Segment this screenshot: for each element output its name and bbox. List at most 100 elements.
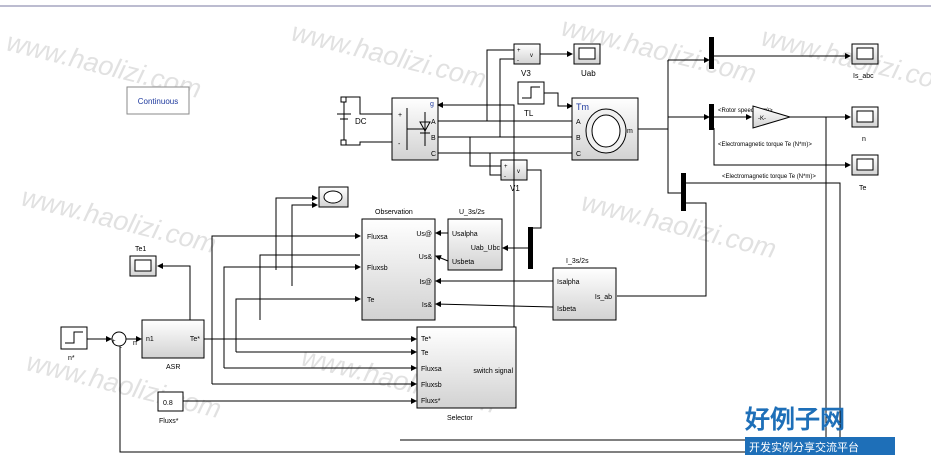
dc-source[interactable]: DC (337, 96, 367, 146)
brand-slogan: 开发实例分享交流平台 (749, 440, 859, 454)
u-transform-in-beta: Usbeta (452, 259, 474, 266)
voltage-meter-v3[interactable]: + - v V3 (513, 43, 541, 78)
watermark-text: www.haolizi.com (19, 182, 220, 259)
uab-scope-label: Uab (581, 69, 596, 78)
observation-in-fluxsb: Fluxsb (367, 265, 388, 272)
speed-step-label: n* (68, 355, 75, 362)
inverter-block[interactable]: + - g A B C (391, 97, 439, 161)
selector-out-switch: switch signal (473, 368, 513, 375)
asr-title: ASR (166, 364, 180, 371)
selector-in-fluxsa: Fluxsa (421, 366, 442, 373)
machine-c-label: C (576, 151, 581, 158)
dc-port-top (340, 96, 347, 103)
obs-aux-wire (259, 254, 360, 320)
gain-value: -K- (758, 116, 766, 122)
asr-input-label: n1 (146, 336, 154, 343)
te1-scope-screen (134, 259, 152, 272)
dc-negative-wire (344, 141, 392, 146)
asr-output-label: Te* (190, 336, 200, 343)
bus-selector-top[interactable] (709, 37, 714, 69)
motor-rotor-icon (591, 114, 621, 148)
observation-block[interactable]: Observation Fluxsa Fluxsb Te Us@ Us& Is@… (361, 209, 436, 321)
gain-block[interactable]: -K- (752, 105, 792, 129)
speed-step-block[interactable]: n* (60, 326, 88, 362)
i-transform-frame (552, 267, 617, 321)
machine-tm-label: Tm (576, 102, 589, 112)
induction-machine-block[interactable]: Tm A B C m (571, 97, 639, 161)
i-transform-title: I_3s/2s (566, 258, 589, 265)
selector-in-fluxsb: Fluxsb (421, 382, 442, 389)
inverter-c-label: C (431, 151, 436, 158)
n-scope-screen (856, 110, 874, 123)
machine-m-label: m (627, 128, 633, 135)
te-feed-wire (235, 296, 361, 352)
machine-b-label: B (576, 135, 581, 142)
v1-plus: + (504, 164, 508, 170)
bus-selector-low[interactable] (681, 173, 686, 211)
selector-block[interactable]: Te* Te Fluxsa Fluxsb Fluxs* switch signa… (416, 326, 517, 422)
sum-block[interactable]: + - n (111, 331, 137, 351)
v3-minus: - (517, 58, 519, 64)
inverter-plus-label: + (398, 112, 402, 119)
i-transform-block[interactable]: I_3s/2s Isalpha Isbeta Is_ab (552, 258, 617, 321)
uab-scope-screen (578, 47, 596, 60)
is-beta-wire (435, 301, 554, 308)
tl-step-block[interactable]: TL (517, 81, 545, 118)
scope-n[interactable]: n (851, 106, 879, 143)
te1-scope-label: Te1 (135, 246, 146, 253)
xy-x-wire (275, 195, 318, 270)
v3-minus-wire (499, 58, 514, 137)
scope-te[interactable]: Te (851, 154, 879, 192)
scope-uab[interactable]: Uab (573, 43, 601, 78)
asr-block[interactable]: n1 Te* ASR (141, 319, 205, 371)
inverter-b-label: B (431, 135, 436, 142)
v1-minus-wire (489, 153, 501, 176)
pulse-wire (437, 102, 515, 364)
flux-const-label: Fluxs* (159, 418, 179, 425)
gain-triangle (752, 105, 792, 129)
speed-step-icon (65, 331, 83, 344)
dc-label: DC (355, 117, 367, 126)
v3-plus: + (517, 48, 521, 54)
powergui-label: Continuous (138, 97, 178, 106)
watermark-text: www.haolizi.com (289, 17, 490, 94)
u-transform-out: Uab_Ubc (471, 245, 501, 252)
observation-out-is-alpha: Is@ (419, 279, 432, 286)
observation-frame (361, 218, 436, 321)
scope-is-abc[interactable]: Is_abc (851, 43, 879, 80)
rotor-speed-signal-label: <Rotor speed (wm)> (718, 108, 773, 114)
v1-v: v (517, 169, 520, 175)
tl-output-wire (544, 92, 573, 109)
te-scope-screen (856, 158, 874, 171)
machine-a-label: A (576, 119, 581, 126)
xy-y-wire (291, 202, 318, 286)
us-beta-wire (435, 255, 449, 262)
brand-title: 好例子网 (744, 405, 845, 434)
tl-label: TL (524, 109, 534, 118)
selector-in-te: Te (421, 350, 429, 357)
u-transform-block[interactable]: U_3s/2s Usalpha Usbeta Uab_Ubc (447, 209, 503, 271)
xy-graph-block[interactable] (318, 186, 349, 208)
powergui-block[interactable]: Continuous (126, 86, 190, 115)
v3-label: V3 (521, 69, 531, 78)
mux-u[interactable] (528, 227, 533, 269)
watermark-text: www.haolizi.com (579, 187, 780, 264)
selector-in-te-ref: Te* (421, 336, 431, 343)
stator-current-wire (617, 202, 707, 297)
i-transform-in-alpha: Isalpha (557, 279, 580, 286)
torque-wire (713, 128, 851, 168)
bus-selector-mid[interactable] (709, 104, 714, 130)
dc-positive-wire (344, 96, 392, 115)
u-transform-in-alpha: Usalpha (452, 231, 478, 238)
flux-ref-constant[interactable]: 0.8 Fluxs* (157, 391, 184, 425)
selector-title: Selector (447, 415, 473, 422)
fluxsa-feed-wire (211, 233, 361, 384)
torque-feedback-wire (400, 182, 841, 441)
scope-te1[interactable]: Te1 (129, 246, 157, 277)
sum-plus: + (112, 339, 116, 345)
observation-in-fluxsa: Fluxsa (367, 234, 388, 241)
speed-feedback-wire (119, 117, 827, 453)
n-scope-label: n (862, 136, 866, 143)
v3-plus-wire (486, 49, 514, 121)
